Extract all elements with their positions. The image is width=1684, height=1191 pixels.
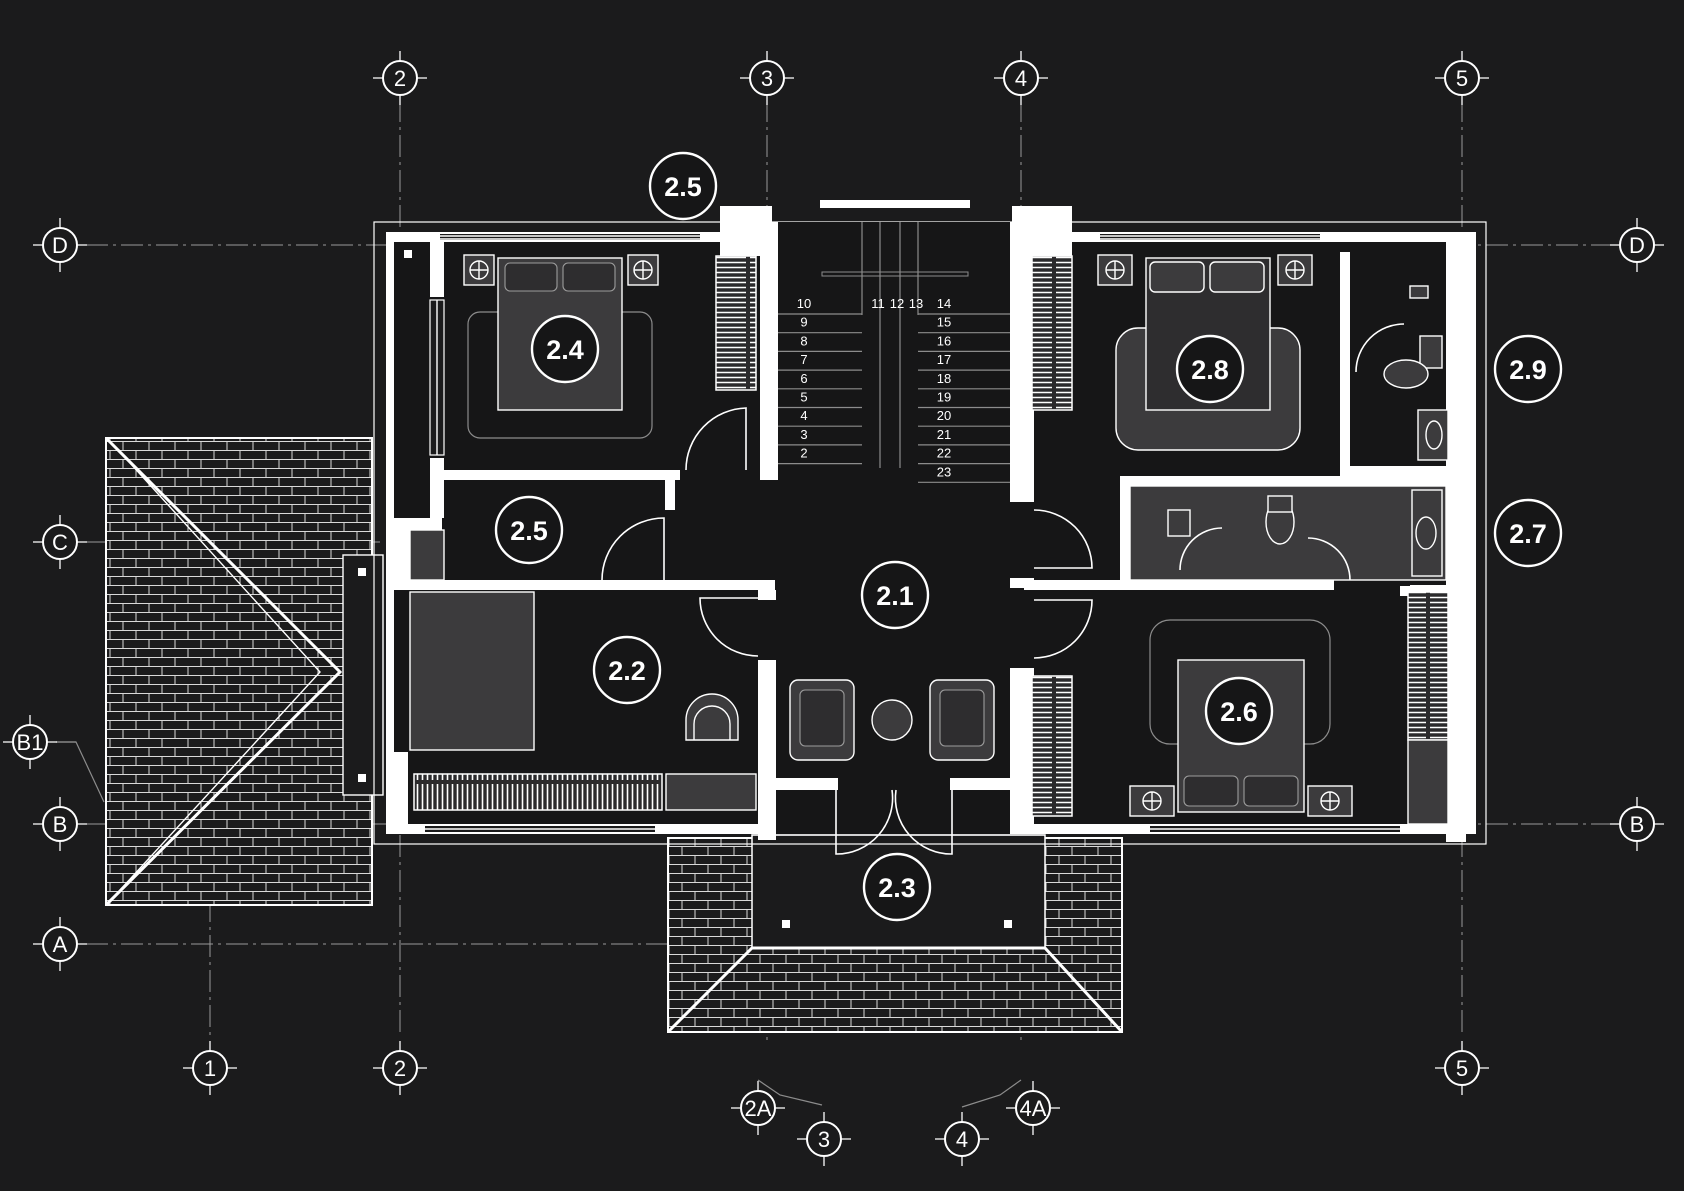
stair-step-number: 15 bbox=[937, 315, 951, 330]
grid-label: 2 bbox=[394, 1056, 406, 1081]
grid-bubble-columns-top-2: 2 bbox=[373, 51, 427, 105]
grid-bubble-rows-right-B: B bbox=[1610, 797, 1664, 851]
grid-label: B bbox=[1630, 812, 1645, 837]
room-tag-2-4: 2.4 bbox=[530, 314, 600, 384]
stair-step-number: 11 bbox=[871, 296, 885, 311]
grid-bubble-rows-left-B: B bbox=[33, 797, 87, 851]
closet-2-8 bbox=[1031, 255, 1073, 411]
room-tag-2-9: 2.9 bbox=[1493, 334, 1563, 404]
grid-bubble-columns-top-4: 4 bbox=[994, 51, 1048, 105]
grid-label: 2A bbox=[745, 1096, 772, 1121]
grid-bubble-columns-top-3: 3 bbox=[740, 51, 794, 105]
bathroom-2-7-fixtures bbox=[1129, 485, 1447, 581]
grid-label: 4 bbox=[1015, 66, 1027, 91]
stair-step-number: 4 bbox=[800, 408, 807, 423]
grid-label: 3 bbox=[761, 66, 773, 91]
room-tag-2-7: 2.7 bbox=[1493, 498, 1563, 568]
room-label: 2.3 bbox=[878, 873, 916, 903]
grid-bubble-columns-bottom-3: 3 bbox=[797, 1112, 851, 1166]
grid-label: B1 bbox=[17, 730, 44, 755]
hall-2-1-lounge bbox=[789, 679, 995, 761]
stair-step-number: 2 bbox=[800, 446, 807, 461]
grid-bubble-columns-top-5: 5 bbox=[1435, 51, 1489, 105]
room-label: 2.2 bbox=[608, 656, 646, 686]
grid-bubble-columns-bottom-4: 4 bbox=[935, 1112, 989, 1166]
stair-step-number: 3 bbox=[800, 427, 807, 442]
stair-treads-left: 10 9 8 7 6 5 4 3 2 11 12 13 bbox=[778, 296, 923, 465]
room-label: 2.5 bbox=[664, 172, 702, 202]
room-tag-2-3: 2.3 bbox=[862, 852, 932, 922]
room-tag-2-6: 2.6 bbox=[1204, 676, 1274, 746]
stair-step-number: 23 bbox=[937, 464, 951, 479]
stair-treads-right: 14 15 16 17 18 19 20 21 22 23 bbox=[918, 296, 1010, 483]
stair-step-number: 13 bbox=[909, 296, 923, 311]
stair-step-number: 6 bbox=[800, 371, 807, 386]
grid-bubble-rows-right-D: D bbox=[1610, 218, 1664, 272]
room-label: 2.8 bbox=[1191, 355, 1229, 385]
staircase: 10 9 8 7 6 5 4 3 2 11 12 13 14 15 16 17 18 19 20 21 22 23 bbox=[778, 222, 1010, 483]
bathroom-2-9-fixtures bbox=[1350, 252, 1449, 466]
stair-step-number: 7 bbox=[800, 352, 807, 367]
room-tag-2-8: 2.8 bbox=[1175, 334, 1245, 404]
stair-step-number: 12 bbox=[890, 296, 904, 311]
room-label: 2.1 bbox=[876, 581, 914, 611]
grid-label: 3 bbox=[818, 1127, 830, 1152]
grid-label: A bbox=[53, 932, 68, 957]
stair-step-number: 21 bbox=[937, 427, 951, 442]
stair-step-number: 8 bbox=[800, 333, 807, 348]
stair-step-number: 22 bbox=[937, 446, 951, 461]
closet-2-6 bbox=[1031, 675, 1073, 817]
room-label: 2.4 bbox=[546, 335, 584, 365]
stair-step-number: 17 bbox=[937, 352, 951, 367]
grid-bubble-rows-left-D: D bbox=[33, 218, 87, 272]
grid-label: 4A bbox=[1020, 1096, 1047, 1121]
stair-step-number: 20 bbox=[937, 408, 951, 423]
grid-label: 4 bbox=[956, 1127, 968, 1152]
grid-bubble-columns-bottom-4A: 4A bbox=[1006, 1081, 1060, 1135]
windows bbox=[425, 234, 1400, 832]
room-tag-2-1: 2.1 bbox=[860, 560, 930, 630]
grid-label: 2 bbox=[394, 66, 406, 91]
room-label: 2.7 bbox=[1509, 519, 1547, 549]
grid-bubble-rows-left-B1: B1 bbox=[3, 715, 57, 769]
grid-bubble-columns-bottom-2: 2 bbox=[373, 1041, 427, 1095]
closet-2-4 bbox=[715, 255, 757, 391]
doors bbox=[601, 407, 1093, 855]
room-tag-2-5a: 2.5 bbox=[648, 151, 718, 221]
grid-label: D bbox=[52, 233, 68, 258]
cabinet-2-6 bbox=[1407, 739, 1449, 825]
grid-bubble-columns-bottom-1: 1 bbox=[183, 1041, 237, 1095]
grid-label: C bbox=[52, 530, 68, 555]
grid-bubble-columns-bottom-5: 5 bbox=[1435, 1041, 1489, 1095]
stair-step-number: 18 bbox=[937, 371, 951, 386]
room-label: 2.6 bbox=[1220, 697, 1258, 727]
grid-label: 5 bbox=[1456, 1056, 1468, 1081]
bed-2-8 bbox=[1097, 254, 1313, 451]
room-tag-2-2: 2.2 bbox=[592, 635, 662, 705]
grid-label: 5 bbox=[1456, 66, 1468, 91]
closet-2-6b bbox=[1407, 591, 1449, 741]
grid-label: D bbox=[1629, 233, 1645, 258]
stair-step-number: 14 bbox=[937, 296, 951, 311]
grid-bubble-rows-left-A: A bbox=[33, 917, 87, 971]
grid-bubble-columns-bottom-2A: 2A bbox=[731, 1081, 785, 1135]
roof-left bbox=[104, 436, 384, 907]
grid-label: B bbox=[53, 812, 68, 837]
room-label: 2.9 bbox=[1509, 355, 1547, 385]
study-2-2-furniture bbox=[409, 591, 757, 811]
room-tag-2-5b: 2.5 bbox=[494, 495, 564, 565]
cabinet-2-5 bbox=[409, 529, 445, 581]
stair-step-number: 9 bbox=[800, 315, 807, 330]
room-tags: 2.1 2.2 2.3 2.4 2.5 2.5 2.6 2.7 2.8 2.9 bbox=[494, 151, 1563, 922]
grid-label: 1 bbox=[204, 1056, 216, 1081]
drain-markers bbox=[358, 250, 1012, 928]
stair-step-number: 5 bbox=[800, 390, 807, 405]
grid-bubble-rows-left-C: C bbox=[33, 515, 87, 569]
stair-step-number: 16 bbox=[937, 333, 951, 348]
room-label: 2.5 bbox=[510, 516, 548, 546]
stair-step-number: 10 bbox=[797, 296, 811, 311]
stair-step-number: 19 bbox=[937, 390, 951, 405]
